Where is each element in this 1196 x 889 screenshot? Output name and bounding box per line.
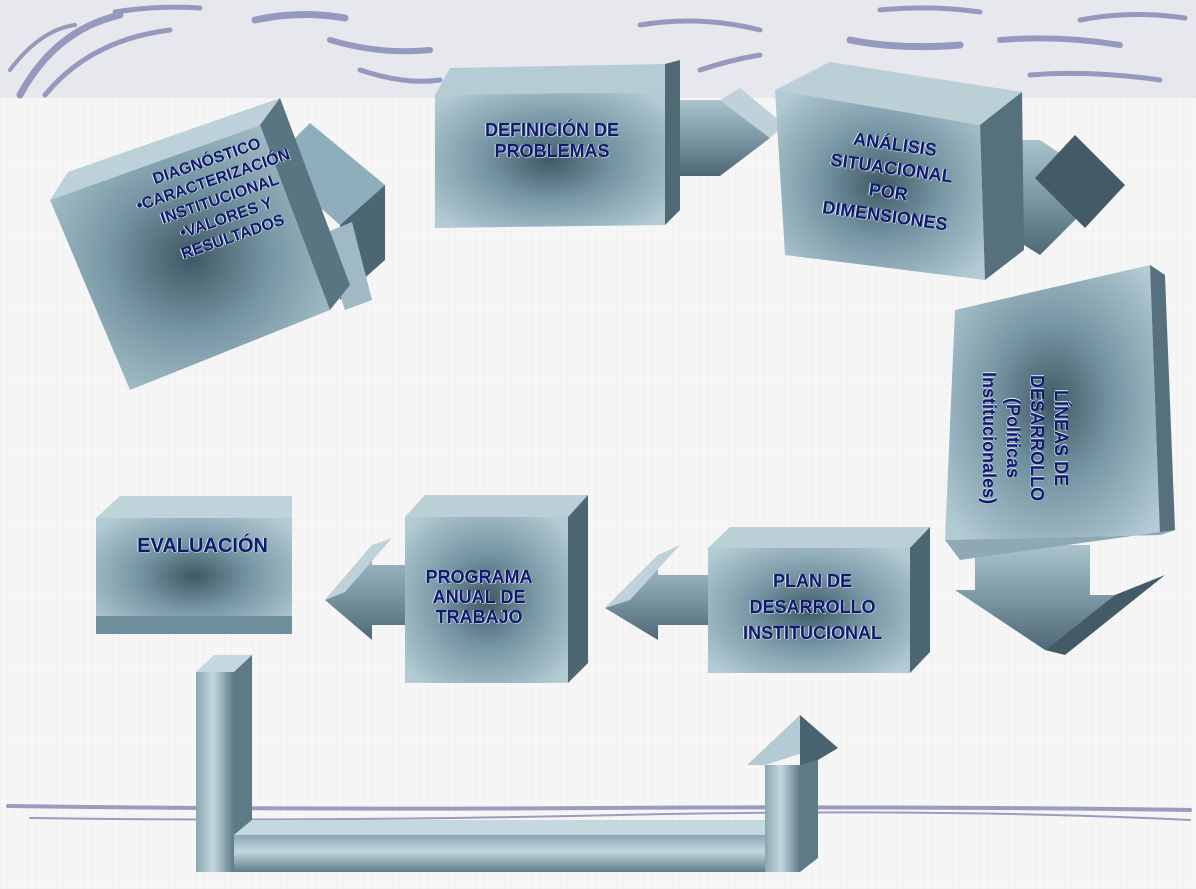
label-lineas: LÍNEAS DE DESARROLLO (Políticas Instituc… bbox=[979, 371, 1071, 505]
label-programa: PROGRAMA ANUAL DE TRABAJO bbox=[425, 567, 533, 627]
label-evaluacion: EVALUACIÓN bbox=[137, 535, 268, 557]
node-plan bbox=[605, 527, 930, 673]
node-analisis bbox=[775, 62, 1125, 280]
node-programa bbox=[325, 495, 588, 683]
feedback-arrow bbox=[196, 655, 838, 872]
label-plan: PLAN DE DESARROLLO INSTITUCIONAL bbox=[743, 571, 882, 643]
node-definicion bbox=[435, 60, 785, 228]
node-diagnostico bbox=[50, 98, 385, 390]
node-evaluacion bbox=[96, 496, 292, 634]
label-definicion: DEFINICIÓN DE PROBLEMAS bbox=[484, 120, 619, 161]
node-lineas bbox=[945, 265, 1175, 655]
